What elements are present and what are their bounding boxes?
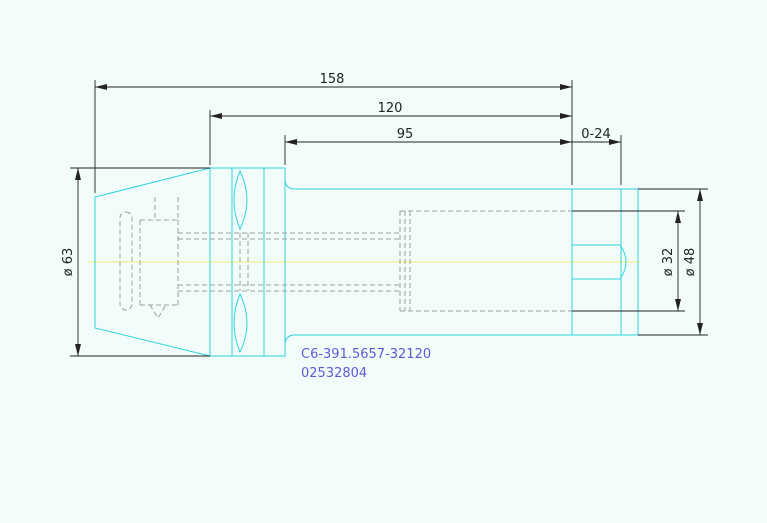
- dim-diameter-shank: ø 63: [61, 248, 76, 277]
- dim-adjust-range: 0-24: [581, 127, 611, 142]
- dim-diameter-head: ø 48: [683, 248, 698, 277]
- order-number: 02532804: [301, 366, 367, 381]
- hidden-lines: [119, 197, 572, 319]
- part-outline: [94, 167, 639, 357]
- part-code: C6-391.5657-32120: [301, 347, 431, 362]
- dim-body-length: 120: [378, 101, 403, 116]
- dimension-lines: [70, 80, 708, 357]
- dim-diameter-bore: ø 32: [661, 248, 676, 277]
- dimension-arrows: [75, 84, 703, 356]
- dim-overall-length: 158: [320, 72, 345, 87]
- dim-bore-length: 95: [397, 127, 414, 142]
